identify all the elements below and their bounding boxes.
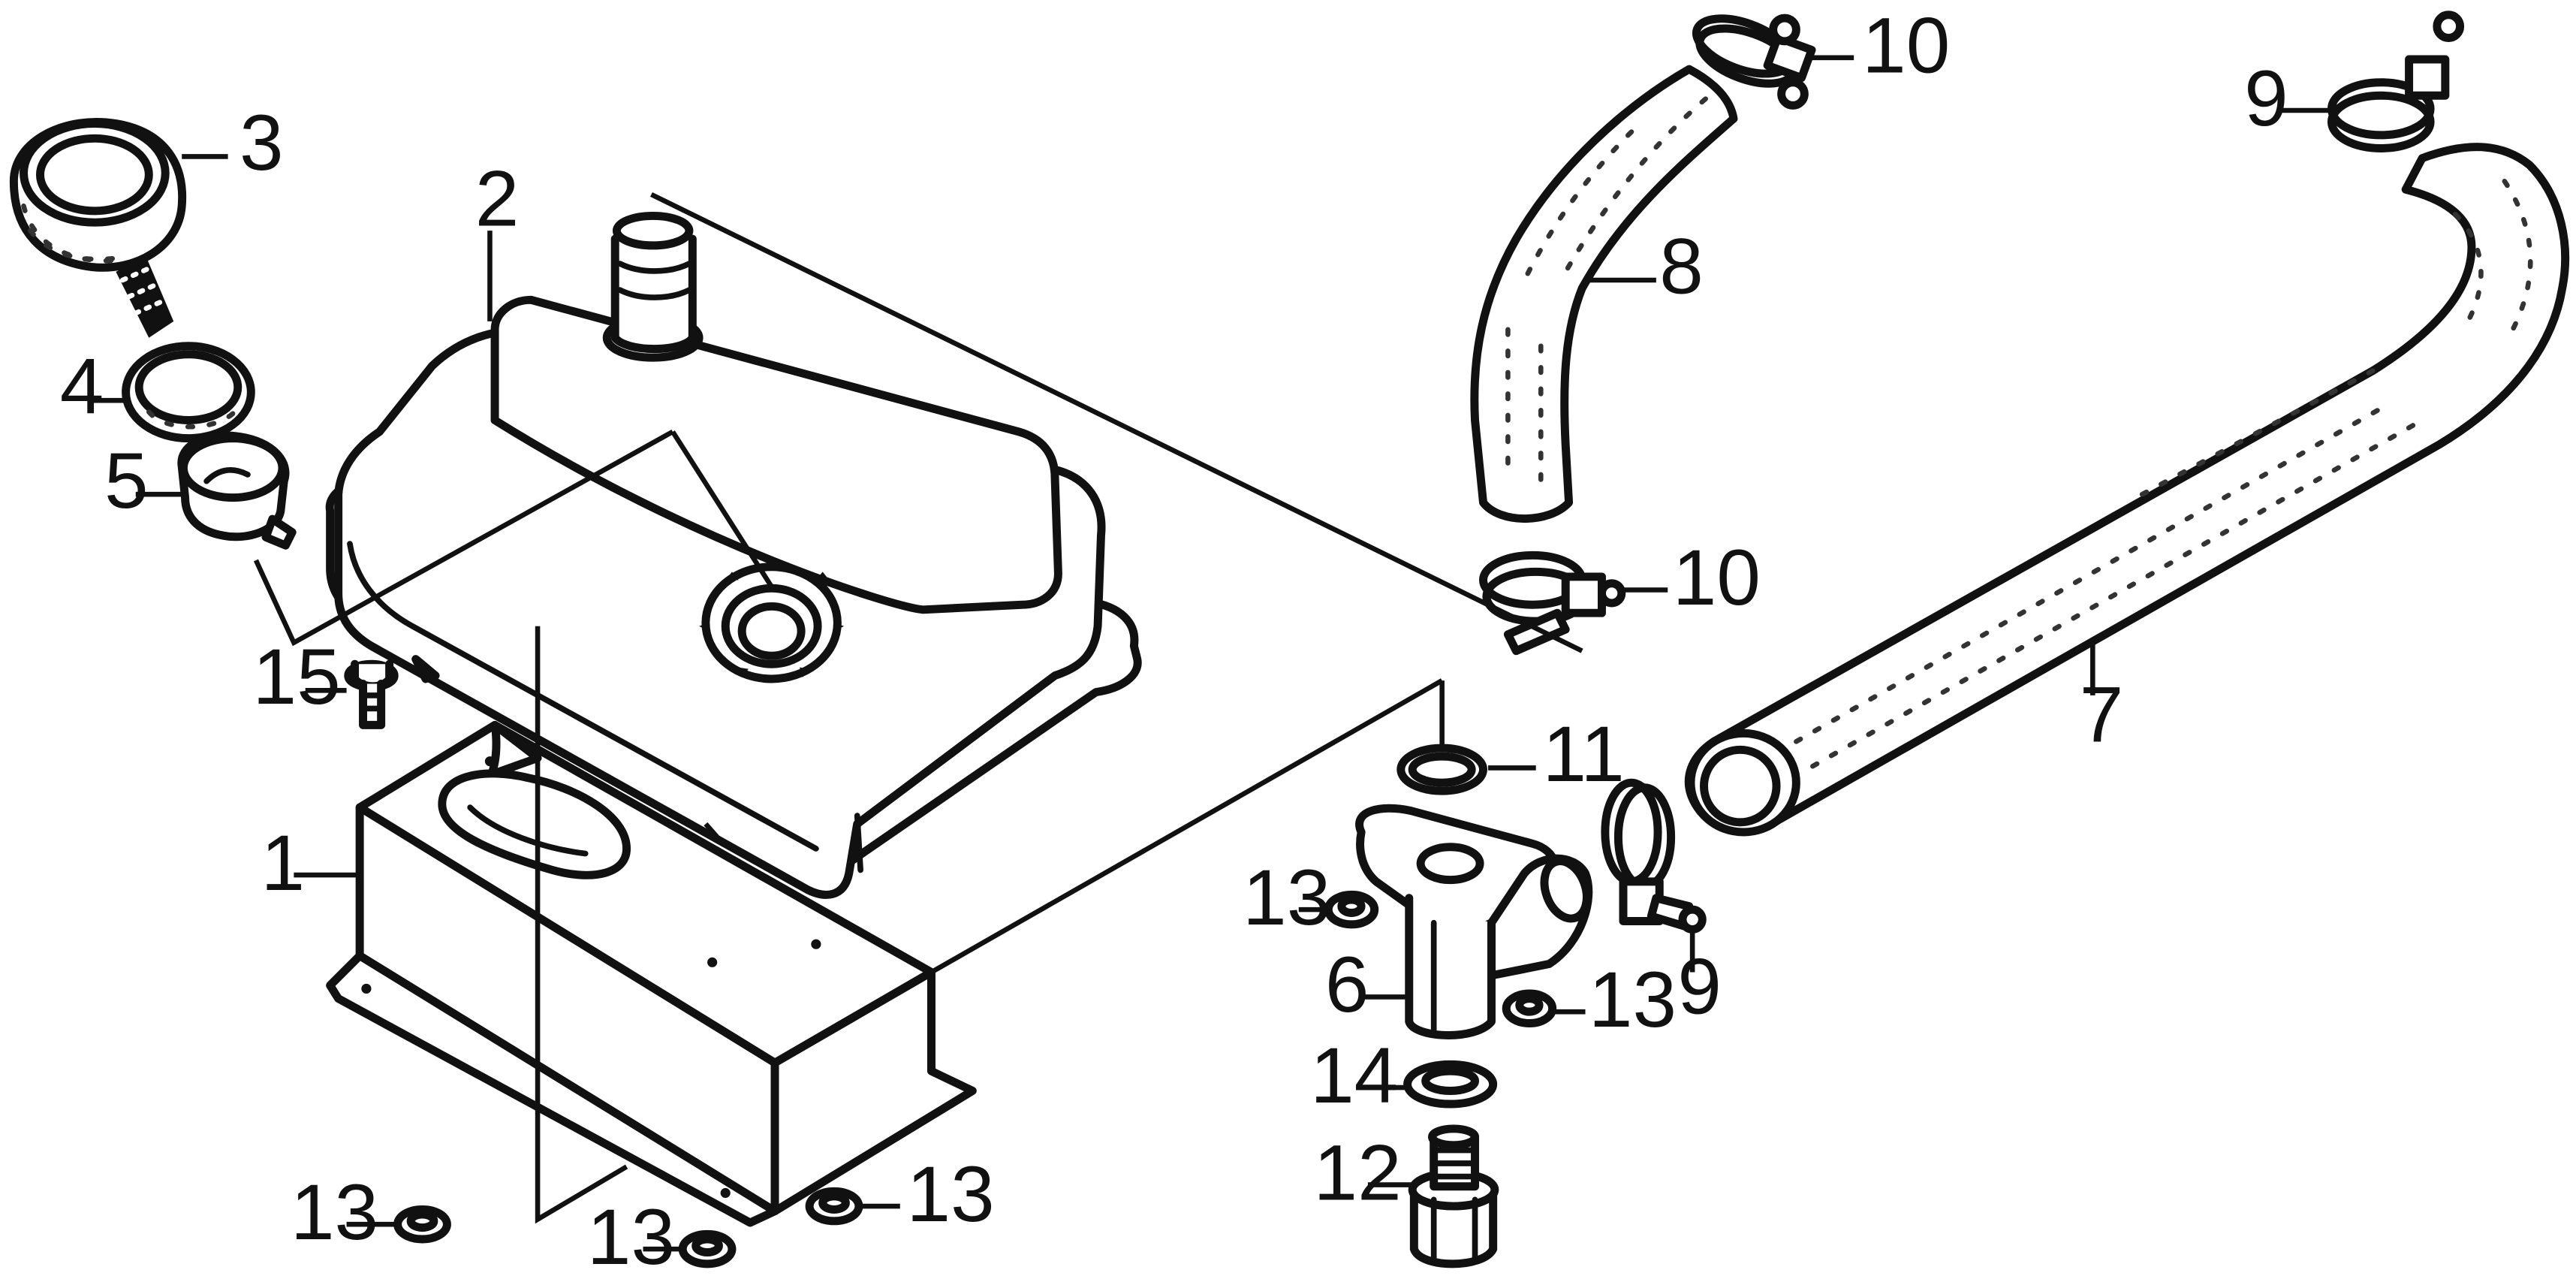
- drain-bolt: [1408, 1124, 1499, 1268]
- flange-nut-b: [678, 1229, 737, 1268]
- callout-1: 1: [261, 819, 305, 907]
- filler-opening: [699, 563, 845, 683]
- o-ring: [1396, 744, 1487, 795]
- fuel-tank: [325, 211, 1142, 899]
- callout-12: 12: [1314, 1129, 1402, 1217]
- clamp-10-bottom: [1479, 551, 1626, 656]
- callout-8: 8: [1659, 223, 1704, 311]
- callout-14: 14: [1310, 1032, 1398, 1120]
- flange-nut-d: [1324, 890, 1379, 929]
- sealing-washer: [1403, 1060, 1498, 1109]
- callout-13-d: 13: [1243, 854, 1330, 942]
- callout-5: 5: [104, 437, 149, 525]
- callout-10-b: 10: [1673, 534, 1761, 622]
- clamp-9-bottom: [1601, 778, 1707, 934]
- flange-nut-e: [1502, 989, 1557, 1028]
- flange-nut-a: [393, 1205, 451, 1244]
- assembly-lines: [253, 192, 1583, 1224]
- callout-11: 11: [1542, 710, 1624, 798]
- flange-nut-c: [805, 1187, 863, 1226]
- callout-9-b: 9: [1677, 943, 1722, 1030]
- callout-15: 15: [253, 633, 341, 721]
- callout-9-a: 9: [2244, 55, 2288, 143]
- hose-long: [1684, 143, 2570, 837]
- callout-13-e: 13: [1589, 956, 1677, 1044]
- callout-3: 3: [240, 99, 284, 187]
- callout-2: 2: [475, 155, 520, 243]
- clamp-9-top: [2327, 11, 2465, 152]
- callout-labels: 3 2 4 5 15 1 13 13 13 10 8 10 9 7 11 13: [60, 2, 2330, 1281]
- callout-13-b: 13: [587, 1193, 675, 1281]
- callout-6: 6: [1325, 941, 1369, 1029]
- callout-10-a: 10: [1862, 2, 1950, 90]
- fuel-cap: [9, 117, 187, 338]
- callout-13-a: 13: [291, 1169, 378, 1256]
- fuel-joint: [1355, 804, 1593, 1039]
- callout-7: 7: [2080, 671, 2124, 759]
- callout-13-c: 13: [907, 1151, 995, 1238]
- strainer-cup: [177, 431, 297, 550]
- callout-4: 4: [60, 343, 104, 431]
- flange-bolt: [344, 659, 399, 729]
- clamp-10-top: [1692, 14, 1816, 110]
- filler-neck: [602, 211, 704, 362]
- strainer-ring: [122, 342, 255, 443]
- hose-short: [1470, 65, 1738, 523]
